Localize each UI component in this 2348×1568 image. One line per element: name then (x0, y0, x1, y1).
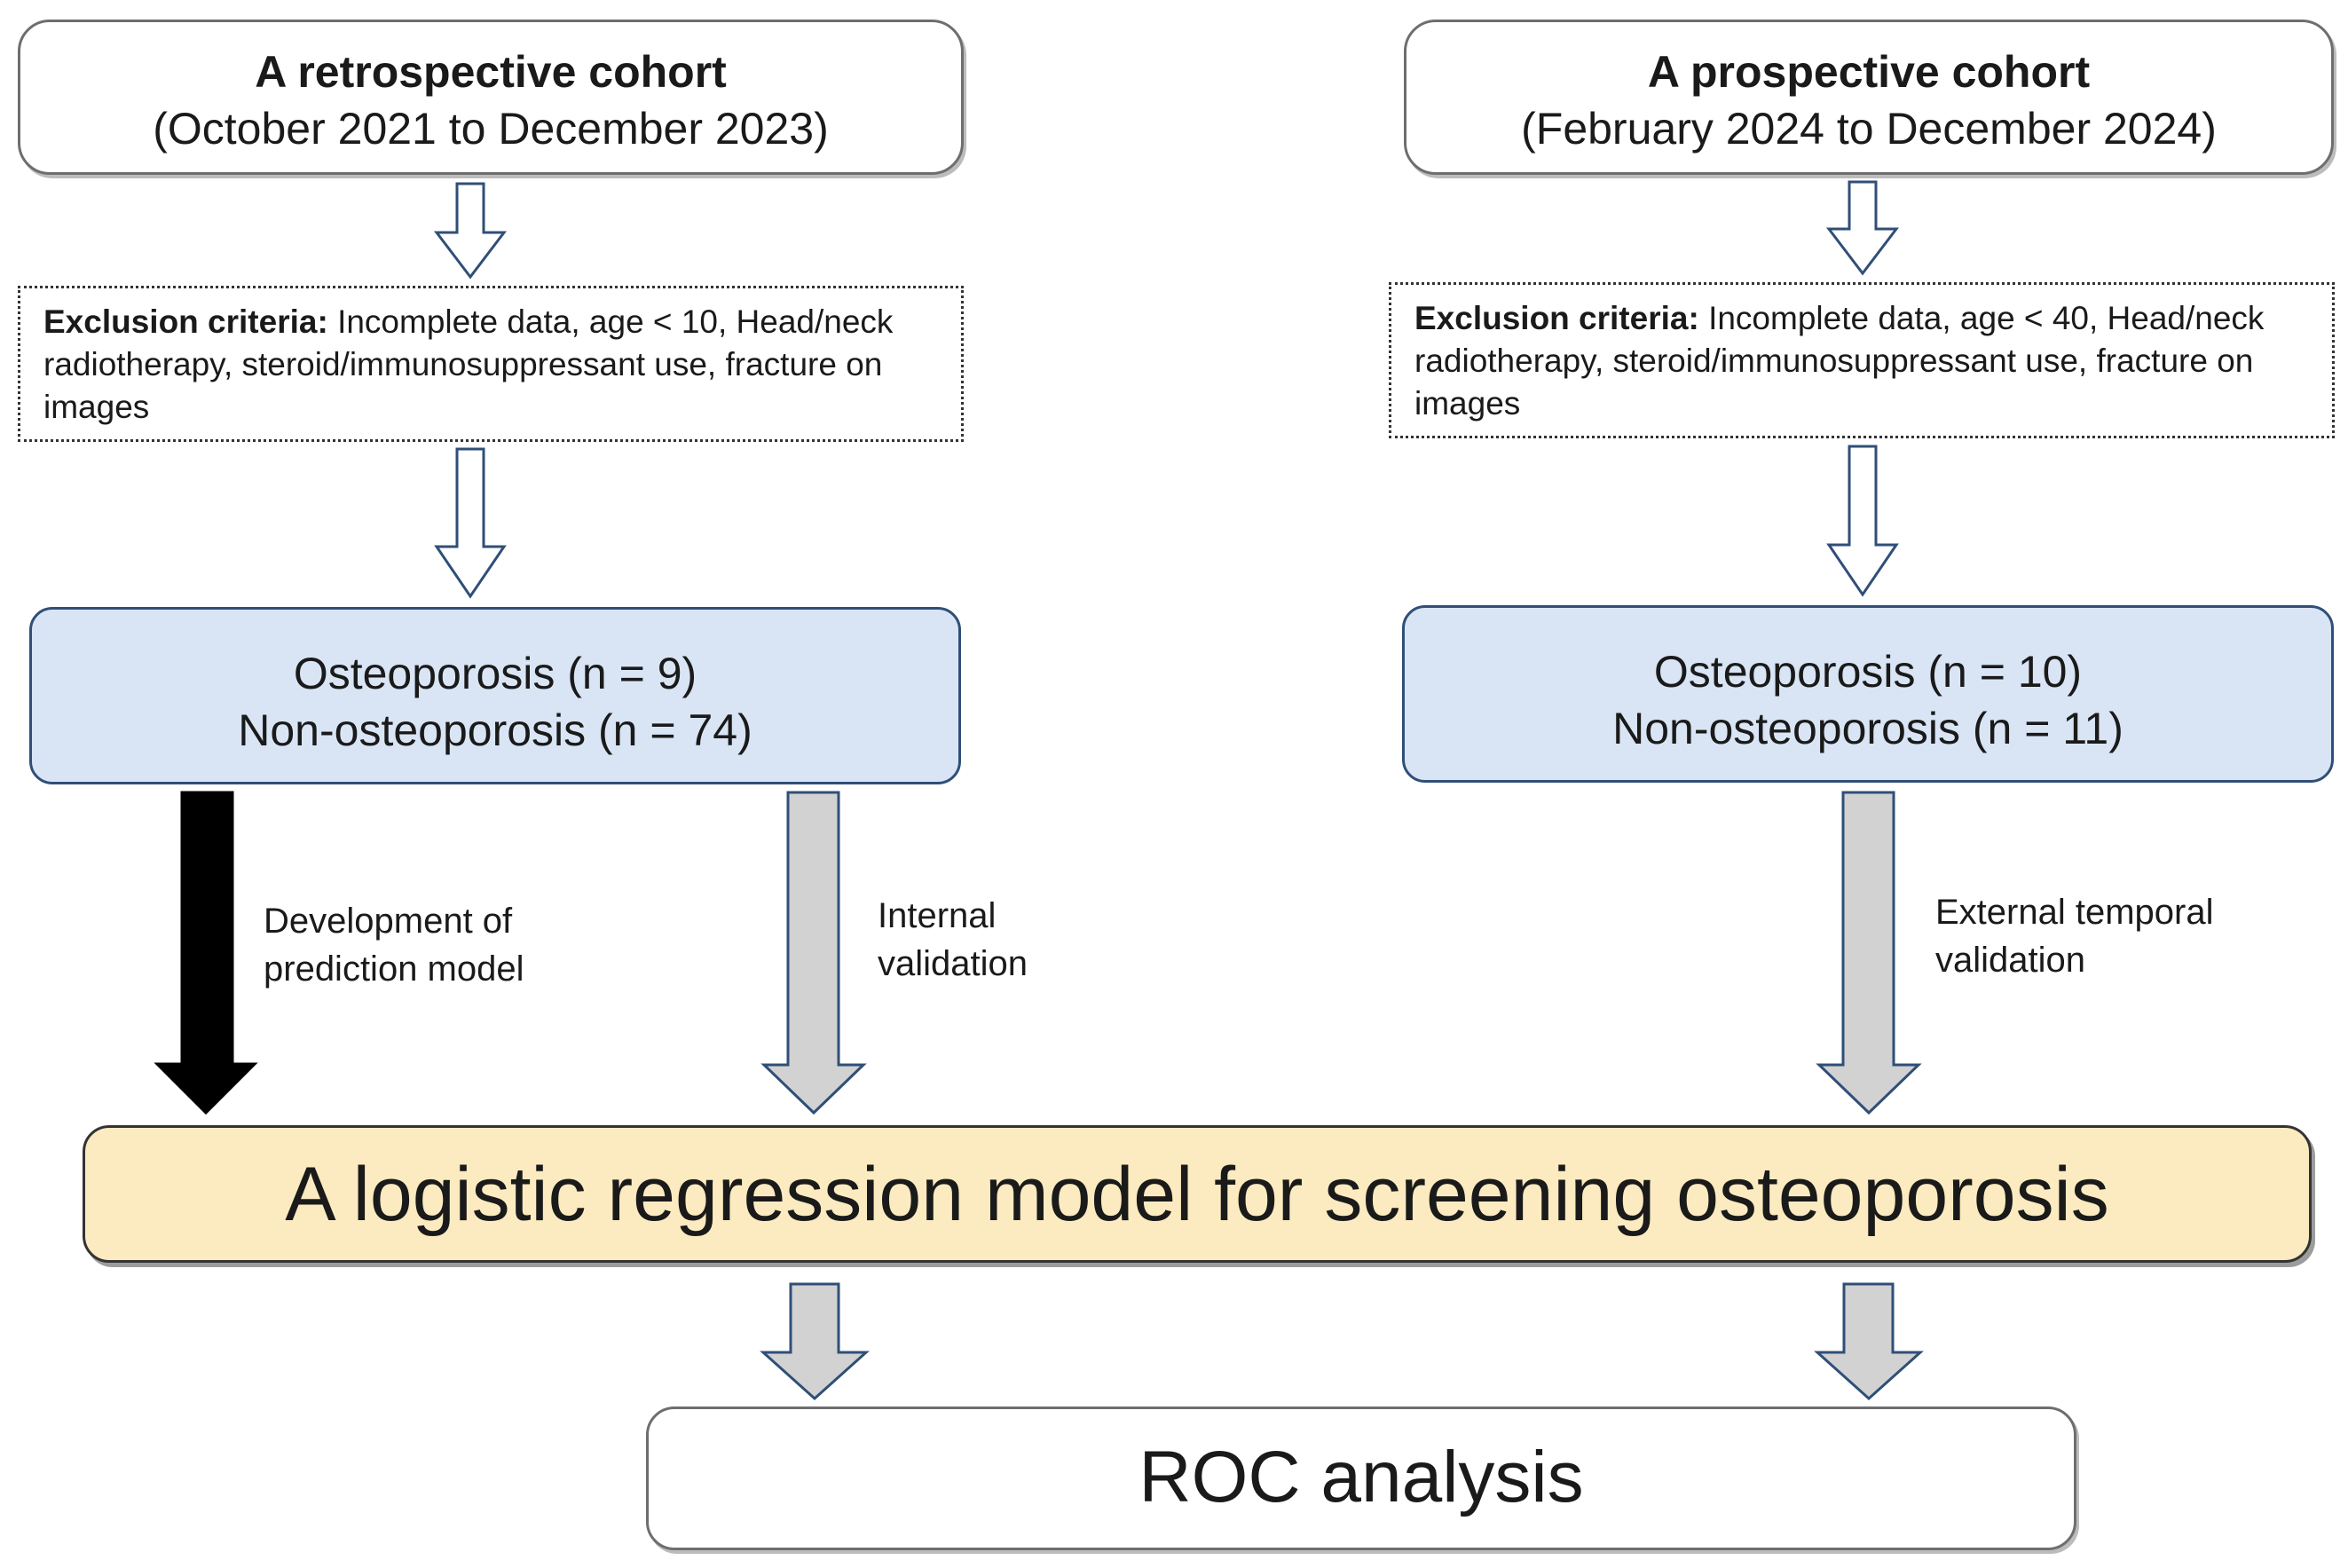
arrow-retro-to-exclusion (433, 182, 508, 280)
logistic-regression-model-box: A logistic regression model for screenin… (83, 1125, 2312, 1263)
prospective-dates: (February 2024 to December 2024) (1521, 104, 2217, 154)
retrospective-groups-box: Osteoporosis (n = 9) Non-osteoporosis (n… (29, 607, 961, 784)
prospective-groups-box: Osteoporosis (n = 10) Non-osteoporosis (… (1402, 605, 2334, 783)
prospective-title: A prospective cohort (1647, 47, 2091, 97)
model-text: A logistic regression model for screenin… (285, 1152, 2109, 1237)
retrospective-dates: (October 2021 to December 2023) (153, 104, 829, 154)
arrow-exclusion-to-pro-groups (1826, 445, 1899, 597)
arrow-model-to-roc-right (1814, 1282, 1924, 1401)
arrow-exclusion-to-retro-groups (434, 447, 507, 599)
retrospective-exclusion-label: Exclusion criteria: (43, 303, 328, 340)
arrow-external-validation (1816, 791, 1922, 1115)
roc-text: ROC analysis (1139, 1437, 1584, 1517)
prospective-osteoporosis-count: Osteoporosis (n = 10) (1653, 647, 2083, 697)
prospective-cohort-box: A prospective cohort (February 2024 to D… (1404, 20, 2334, 175)
retrospective-cohort-box: A retrospective cohort (October 2021 to … (18, 20, 964, 175)
arrow-internal-validation (760, 791, 867, 1115)
prospective-non-osteoporosis-count: Non-osteoporosis (n = 11) (1612, 704, 2123, 753)
development-label: Development of prediction model (264, 902, 524, 989)
internal-validation-label: Internal validation (878, 896, 1028, 983)
arrow-development (154, 791, 258, 1115)
retrospective-exclusion-text: Incomplete data, age < 10, Head/neck rad… (43, 303, 894, 425)
prospective-exclusion-label: Exclusion criteria: (1414, 300, 1699, 336)
prospective-exclusion-box: Exclusion criteria: Incomplete data, age… (1389, 282, 2335, 438)
external-validation-label: External temporal validation (1935, 893, 2214, 980)
retrospective-non-osteoporosis-count: Non-osteoporosis (n = 74) (238, 705, 752, 755)
arrow-pro-to-exclusion (1825, 180, 1900, 276)
roc-analysis-box: ROC analysis (646, 1406, 2076, 1550)
prospective-exclusion-text: Incomplete data, age < 40, Head/neck rad… (1414, 300, 2265, 422)
arrow-model-to-roc-left (760, 1282, 870, 1401)
retrospective-title: A retrospective cohort (255, 47, 727, 97)
retrospective-osteoporosis-count: Osteoporosis (n = 9) (293, 649, 697, 698)
retrospective-exclusion-box: Exclusion criteria: Incomplete data, age… (18, 286, 964, 442)
